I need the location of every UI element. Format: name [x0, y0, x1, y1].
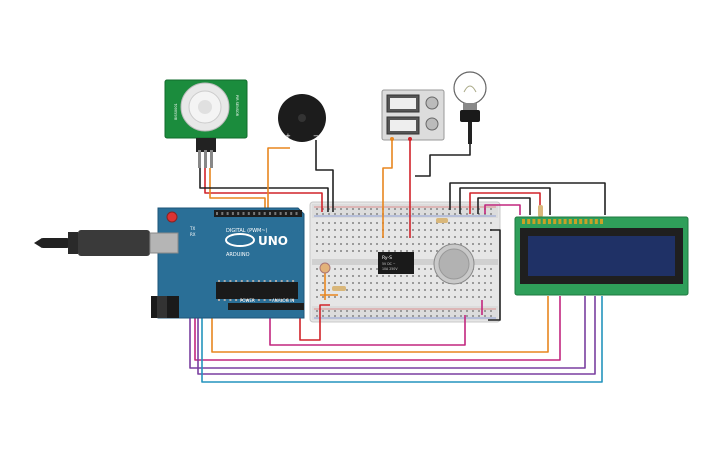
wire-top-3: [469, 192, 541, 215]
wire-lamp: [415, 125, 471, 177]
wire-loop-red: [299, 304, 330, 341]
wire-buzzer-neg: [315, 140, 334, 212]
wire-top-2: [459, 187, 551, 215]
atmega-chip-legs: [218, 280, 295, 301]
pir-sensor[interactable]: BISS0001 PIR SENSOR: [164, 79, 248, 168]
digital-header-pins: [216, 212, 298, 215]
relay-line2: 5V DC ~: [382, 262, 396, 266]
arduino-brand-label: ARDUINO: [226, 252, 250, 258]
resistors: [332, 205, 543, 291]
power-supply[interactable]: [381, 89, 445, 141]
wire-top-1: [449, 182, 606, 215]
pir-left-text: BISS0001: [174, 103, 178, 120]
relay-title: Ry-S: [382, 255, 392, 261]
wire-supply-pos: [382, 140, 393, 238]
breadboard-holes: [316, 208, 492, 317]
digital-header-label: DIGITAL (PWM~): [226, 228, 268, 234]
piezo-buzzer[interactable]: + −: [278, 94, 326, 142]
rx-label: RX: [190, 232, 196, 237]
buzzer-plus-label: +: [285, 132, 291, 140]
wire-pir-out: [209, 168, 266, 214]
relay-module[interactable]: Ry-S 5V DC ~ 10A 250V: [378, 252, 414, 274]
power-header-label: POWER: [240, 298, 255, 303]
wire-top-4: [477, 197, 531, 215]
relay-line3: 10A 250V: [382, 267, 398, 271]
wire-buzzer-pos: [267, 147, 290, 214]
arduino-uno[interactable]: DIGITAL (PWM~) UNO ARDUINO POWER ANALOG …: [149, 207, 305, 319]
gas-sensor[interactable]: [433, 243, 475, 285]
tx-label: TX: [189, 226, 195, 231]
arduino-model-label: UNO: [258, 234, 288, 248]
wire-lcd-mag: [484, 204, 521, 215]
analog-header-label: ANALOG IN: [272, 298, 294, 303]
wire-loop-mag2: [269, 315, 466, 346]
buzzer-minus-label: −: [313, 132, 319, 140]
lcd-header-pins: [522, 219, 603, 224]
wire-bb-right: [488, 229, 501, 321]
lcd-display[interactable]: [514, 216, 689, 296]
photoresistor[interactable]: [319, 262, 331, 274]
wire-pir-gnd: [199, 168, 329, 212]
wire-pir-vcc: [204, 168, 323, 212]
wire-loop-cyan: [201, 256, 603, 383]
pir-right-text: PIR SENSOR: [235, 95, 239, 117]
light-bulb[interactable]: [453, 71, 487, 144]
